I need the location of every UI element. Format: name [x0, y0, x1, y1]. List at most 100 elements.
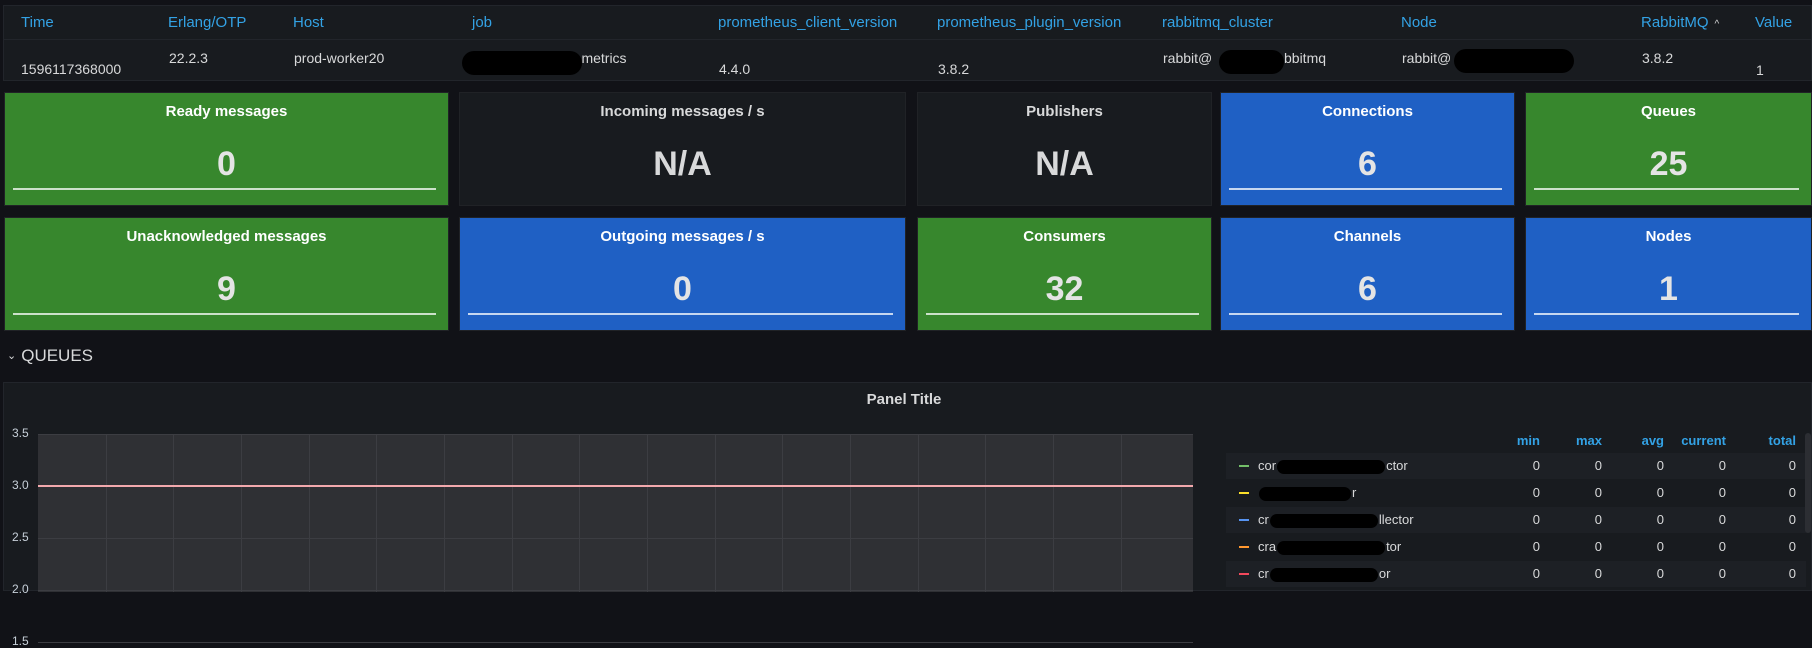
column-header-cluster[interactable]: rabbitmq_cluster [1162, 14, 1273, 31]
legend-scrollbar[interactable] [1805, 433, 1811, 533]
cell-time: 1596117368000 [21, 61, 122, 77]
legend-value-total: 0 [1788, 485, 1796, 500]
vertical-gridline [444, 434, 445, 592]
stat-consumers[interactable]: Consumers 32 [917, 217, 1212, 331]
panel-title[interactable]: Panel Title [866, 391, 942, 408]
series-color-swatch [1239, 573, 1249, 575]
stat-value: 32 [1045, 270, 1084, 308]
vertical-gridline [579, 434, 580, 592]
cell-erlang: 22.2.3 [169, 50, 208, 66]
cell-value: 1 [1756, 62, 1764, 78]
sparkline [1534, 313, 1799, 315]
column-header-rabbitmq[interactable]: RabbitMQ^ [1641, 14, 1719, 31]
vertical-gridline [647, 434, 648, 592]
stat-nodes[interactable]: Nodes 1 [1525, 217, 1812, 331]
stat-publishers[interactable]: Publishers N/A [917, 92, 1212, 206]
stat-outgoing-messages[interactable]: Outgoing messages / s 0 [459, 217, 906, 331]
column-header-client-version[interactable]: prometheus_client_version [718, 14, 898, 31]
y-tick-label: 2.0 [12, 582, 29, 596]
sparkline [13, 188, 436, 190]
plot-area[interactable] [38, 434, 1193, 643]
cell-cluster: rabbit@ [1163, 50, 1213, 66]
legend-value-avg: 0 [1656, 512, 1664, 527]
chevron-up-icon: ^ [1714, 19, 1720, 30]
stat-ready-messages[interactable]: Ready messages 0 [4, 92, 449, 206]
legend-value-min: 0 [1532, 566, 1540, 581]
stat-channels[interactable]: Channels 6 [1220, 217, 1515, 331]
y-tick-label: 3.0 [12, 478, 29, 492]
cell-rabbitmq: 3.8.2 [1642, 50, 1674, 66]
stat-connections[interactable]: Connections 6 [1220, 92, 1515, 206]
legend-header-current[interactable]: current [1681, 433, 1726, 448]
vertical-gridline [512, 434, 513, 592]
series-line[interactable] [38, 485, 1193, 487]
vertical-gridline [376, 434, 377, 592]
cell-client-version: 4.4.0 [719, 61, 751, 77]
sparkline [13, 313, 436, 315]
legend-value-total: 0 [1788, 458, 1796, 473]
stat-value: N/A [653, 145, 712, 183]
stat-title: Nodes [1645, 228, 1692, 245]
table-panel: Time Erlang/OTP Host job prometheus_clie… [3, 5, 1812, 81]
legend-value-max: 0 [1594, 485, 1602, 500]
column-header-node[interactable]: Node [1401, 14, 1437, 31]
legend-series-name: r [1258, 485, 1356, 501]
legend-header-total[interactable]: total [1768, 433, 1796, 448]
stat-title: Queues [1640, 103, 1697, 120]
legend-series-suffix: r [1352, 485, 1357, 500]
legend-series-suffix: tor [1386, 539, 1402, 554]
stat-value: N/A [1035, 145, 1094, 183]
stat-queues[interactable]: Queues 25 [1525, 92, 1812, 206]
legend-value-current: 0 [1718, 539, 1726, 554]
vertical-gridline [715, 434, 716, 592]
redaction-series-name [1269, 513, 1378, 528]
redaction-series-name [1269, 567, 1378, 582]
cell-plugin-version: 3.8.2 [938, 61, 970, 77]
y-tick-label: 3.5 [12, 426, 29, 440]
cell-cluster-suffix: bbitmq [1284, 50, 1327, 66]
legend-value-current: 0 [1718, 566, 1726, 581]
cell-host: prod-worker20 [294, 50, 385, 66]
legend-value-current: 0 [1718, 512, 1726, 527]
sparkline [1229, 313, 1502, 315]
vertical-gridline [173, 434, 174, 592]
legend-value-avg: 0 [1656, 485, 1664, 500]
stat-title: Incoming messages / s [600, 103, 765, 120]
row-header-queues[interactable]: ⌄QUEUES [7, 346, 93, 366]
cell-job: q-metrics [569, 50, 627, 66]
stat-title: Outgoing messages / s [600, 228, 765, 245]
stat-unacknowledged-messages[interactable]: Unacknowledged messages 9 [4, 217, 449, 331]
column-header-time[interactable]: Time [21, 14, 54, 31]
vertical-gridline [241, 434, 242, 592]
column-header-value[interactable]: Value [1755, 14, 1793, 31]
legend-series-name: cra tor [1258, 539, 1401, 555]
stat-value: 6 [1358, 270, 1377, 308]
legend-header-avg[interactable]: avg [1641, 433, 1664, 448]
legend-header-max[interactable]: max [1575, 433, 1602, 448]
legend-value-avg: 0 [1656, 458, 1664, 473]
horizontal-gridline [38, 538, 1193, 539]
vertical-gridline [1121, 434, 1122, 592]
legend-series-prefix: cr [1258, 566, 1269, 581]
legend-series-suffix: llector [1378, 512, 1414, 527]
legend-value-avg: 0 [1656, 566, 1664, 581]
stat-incoming-messages[interactable]: Incoming messages / s N/A [459, 92, 906, 206]
redaction-series-name [1259, 486, 1351, 501]
legend-header-min[interactable]: min [1516, 433, 1540, 448]
column-header-host[interactable]: Host [293, 14, 324, 31]
legend-series-prefix: cr [1258, 512, 1269, 527]
column-header-erlang[interactable]: Erlang/OTP [168, 14, 247, 31]
redaction-job [462, 51, 582, 75]
column-header-job[interactable]: job [472, 14, 493, 31]
legend-series-prefix: cra [1258, 539, 1277, 554]
column-header-plugin-version[interactable]: prometheus_plugin_version [937, 14, 1122, 31]
chevron-down-icon: ⌄ [7, 350, 17, 362]
legend-value-total: 0 [1788, 512, 1796, 527]
stat-title: Channels [1333, 228, 1402, 245]
